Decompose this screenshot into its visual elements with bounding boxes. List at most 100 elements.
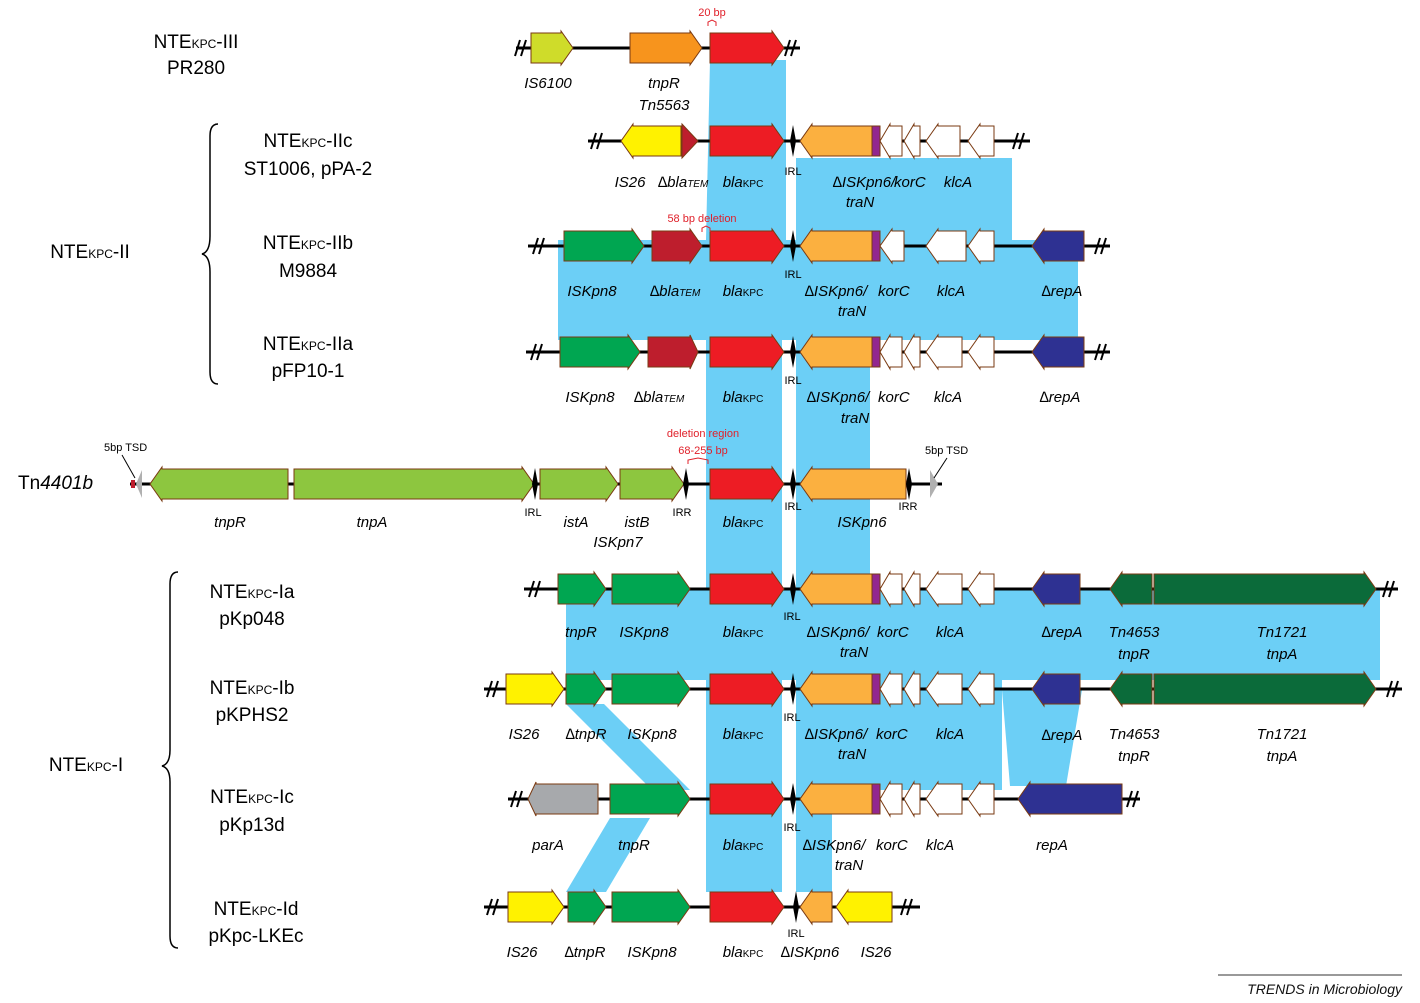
label-tn5563: Tn5563 [639, 97, 691, 114]
break-iii-right-a [784, 39, 791, 57]
tsd-left-red [131, 480, 135, 488]
label-is26-ib: IS26 [509, 726, 541, 743]
label-is6100: IS6100 [524, 75, 572, 92]
break-id-left [486, 898, 499, 916]
gene-klcA-iia [925, 333, 963, 371]
label-drepA-iib: ∆repA [1042, 283, 1083, 300]
group-braces [161, 123, 219, 949]
label-korC-ia: korC [877, 624, 909, 641]
note-deletion-region: deletion region [667, 428, 739, 440]
label-diskpn6-ib: ∆ISKpn6/ [805, 726, 869, 743]
break-iic-right [1012, 132, 1025, 150]
ir-tn-r3 [906, 468, 912, 500]
shade-iic-iib [796, 158, 1012, 240]
gene-tnpR-iii [629, 29, 703, 67]
break-ic-left-a [510, 790, 517, 808]
break-iii-left-b [520, 39, 527, 57]
label-diskpn6-ia: ∆ISKpn6/ [807, 624, 871, 641]
label-is26-iic: IS26 [615, 174, 647, 191]
inverted-repeat-marks [532, 125, 912, 923]
gene-iskpn8-ia [611, 570, 691, 608]
break-iia-right-a [1094, 343, 1101, 361]
break-ic-right-b [1132, 790, 1139, 808]
shade-repa-link [1002, 690, 1082, 786]
row-label-nte-iii: NTEKPC-III [154, 32, 239, 53]
break-iii-left [514, 39, 527, 57]
row-label-nte-ic: NTEKPC-Ic [210, 787, 294, 808]
gene-blakpc-id [709, 888, 785, 926]
row-label-nte-ia: NTEKPC-Ia [210, 582, 295, 603]
label-is26-id-right: IS26 [861, 944, 893, 961]
gene-drepA-ia [1031, 570, 1081, 608]
break-ia-left-b [534, 580, 541, 598]
row-sublabel-m9884: M9884 [279, 261, 338, 282]
break-iic-left-a [590, 132, 597, 150]
break-iib-right-b [1100, 237, 1107, 255]
gene-tnpR-ic [609, 780, 691, 818]
break-ic-right-a [1126, 790, 1133, 808]
gene-purple-ia [871, 573, 881, 605]
gene-iskpn8-iia [559, 333, 641, 371]
label-diskpn6-id: ∆ISKpn6 [781, 944, 840, 961]
label-korC-ib: korC [876, 726, 908, 743]
irl-label-iia: IRL [784, 375, 801, 387]
ir-tn-l [532, 468, 538, 500]
row-labels: NTEKPC-III PR280 NTEKPC-II NTEKPC-IIc ST… [18, 32, 372, 947]
label-klcA-iia: klcA [934, 389, 962, 406]
gene-tran-iic [879, 122, 903, 160]
ir-ic [790, 783, 796, 815]
irl-label-tn-left: IRL [524, 507, 541, 519]
shade-tnpR-cross-lower [566, 818, 650, 892]
irl-label-id: IRL [787, 928, 804, 940]
label-tnpA-tn: tnpA [357, 514, 388, 531]
label-dbla-iia: ∆blaTEM [634, 389, 685, 406]
gene-orf-iic [967, 122, 995, 160]
ir-tn-r2 [790, 468, 796, 500]
gene-diskpn6-ic [799, 780, 875, 818]
row-sublabel-pfp10-1: pFP10-1 [272, 361, 345, 382]
gene-tran-ia [879, 570, 903, 608]
gene-tnpR-tn [149, 465, 289, 503]
gene-tran-iib [879, 227, 905, 265]
note-20bp: 20 bp [698, 7, 726, 19]
label-tnpR2-ia: tnpR [1118, 646, 1150, 663]
gene-iskpn8-id [611, 888, 691, 926]
row-sublabel-pkp13d: pKp13d [219, 815, 285, 836]
break-ib-right [1386, 680, 1399, 698]
label-drepA-ib: ∆repA [1042, 727, 1083, 744]
gene-parA [527, 781, 599, 817]
label-tnpR-ia: tnpR [565, 624, 597, 641]
break-iic-left-b [596, 132, 603, 150]
label-bla-tn: blaKPC [723, 514, 764, 531]
gene-dbla-iic [681, 122, 699, 160]
break-ia-right-b [1388, 580, 1395, 598]
gene-diskpn6-iia [799, 333, 875, 371]
label-klcA-iic: klcA [944, 174, 972, 191]
gene-purple-ib [871, 673, 881, 705]
row-label-nte-id: NTEKPC-Id [214, 899, 299, 920]
gene-drepA-iib [1031, 227, 1085, 265]
gene-blakpc-iic [709, 122, 785, 160]
gene-iskpn8-ib [611, 670, 691, 708]
label-tn4653-ib: Tn4653 [1109, 726, 1161, 743]
gene-orf-iib [967, 227, 995, 265]
gene-diskpn6-ib [799, 670, 875, 708]
break-iic-right-a [1012, 132, 1019, 150]
shade-tnpR-cross-upper [566, 704, 690, 790]
gene-tn4653-ib [1109, 670, 1153, 708]
brace-nte-i [161, 571, 179, 949]
row-label-nte-iia: NTEKPC-IIa [263, 334, 354, 355]
irr-label-tn-left: IRR [673, 507, 692, 519]
row-label-nte-iic: NTEKPC-IIc [263, 131, 352, 152]
break-iia-right-b [1100, 343, 1107, 361]
break-ia-left-a [528, 580, 535, 598]
irl-label-ib: IRL [783, 712, 800, 724]
shade-iskpn6-column [796, 340, 870, 588]
break-id-left-a [486, 898, 493, 916]
gene-purple-iib [871, 230, 881, 262]
label-tran-iic: traN [846, 194, 875, 211]
break-iii-right-b [790, 39, 797, 57]
label-klcA-ia: klcA [936, 624, 964, 641]
ir-ib [790, 673, 796, 705]
